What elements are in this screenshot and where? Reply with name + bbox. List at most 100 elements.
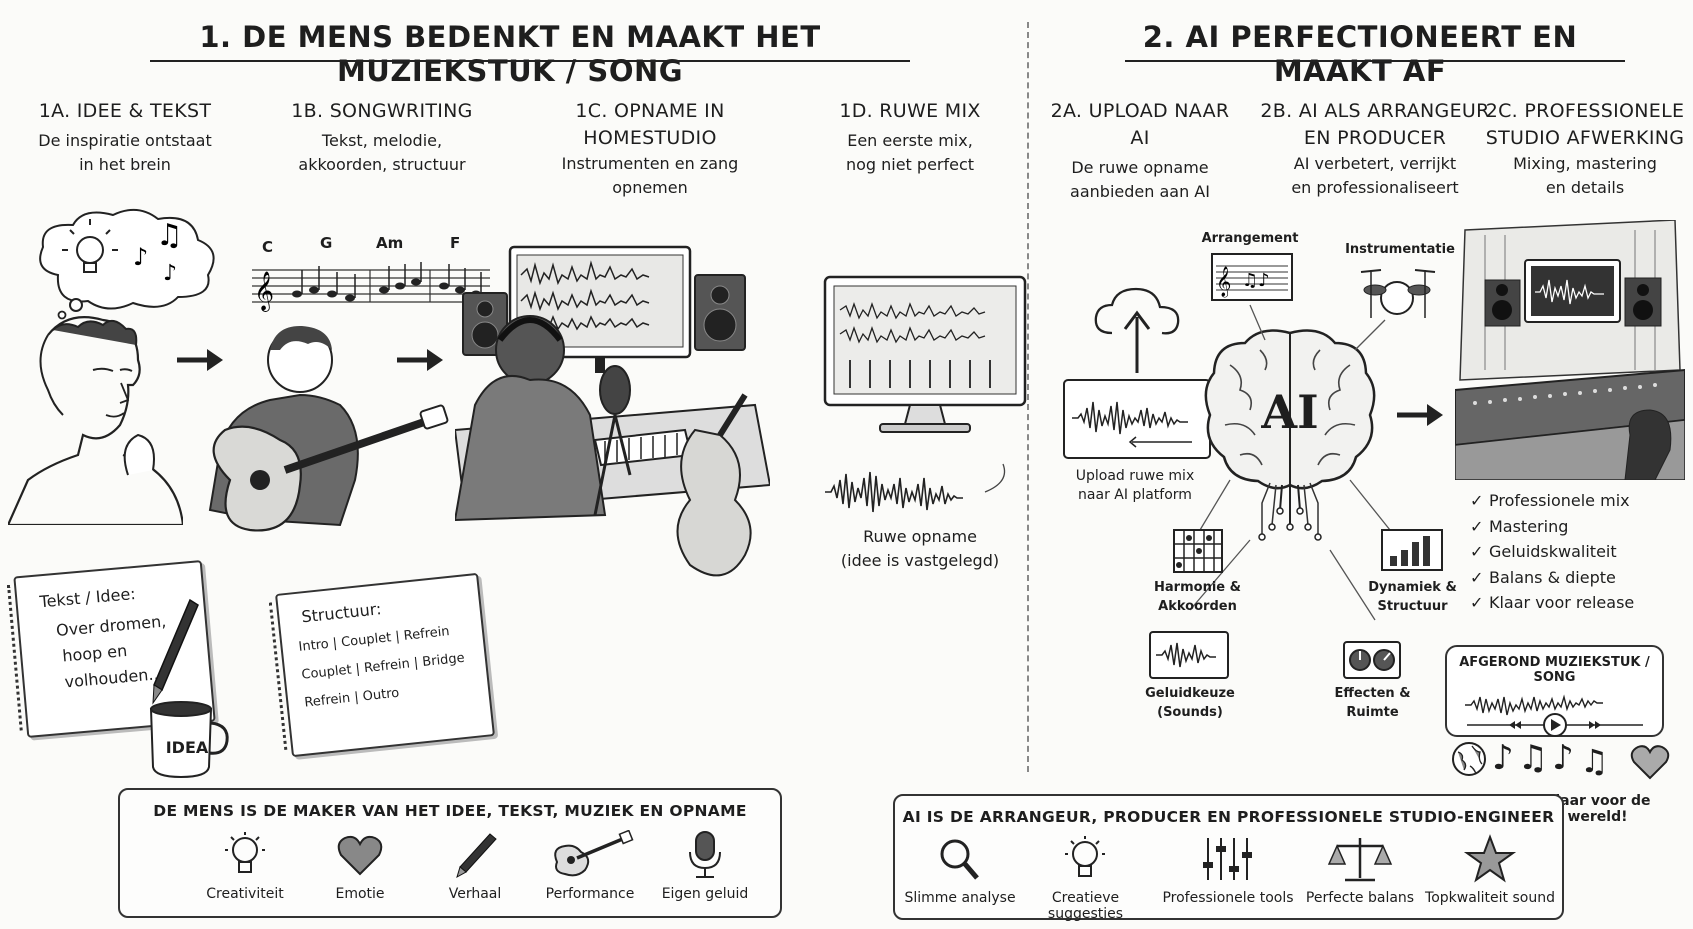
feature-sounds-label: Geluidkeuze (Sounds)	[1130, 684, 1250, 722]
notebook-line: Intro | Couplet | Refrein	[297, 624, 451, 655]
step-1d: 1D. RUWE MIX Een eerste mix, nog niet pe…	[820, 98, 1000, 177]
flow-arrow-icon	[1397, 404, 1443, 426]
trait-top-quality: Topkwaliteit sound	[1420, 834, 1560, 906]
trait-label: Creatieve suggesties	[1047, 890, 1124, 922]
step-2a-title: 2A. UPLOAD NAAR AI	[1050, 100, 1230, 149]
music-staff-icon: 𝄞	[252, 262, 490, 312]
upload-caption-line: Upload ruwe mix	[1075, 468, 1195, 484]
mug-label: IDEA	[165, 738, 209, 757]
step-2a-desc-line: De ruwe opname	[1071, 158, 1209, 177]
final-song-card: AFGEROND MUZIEKSTUK / SONG	[1445, 645, 1664, 737]
step-1d-title: 1D. RUWE MIX	[839, 100, 981, 122]
ai-role-title: AI IS DE ARRANGEUR, PRODUCER EN PROFESSI…	[902, 808, 1555, 826]
sound-waveform-icon	[1149, 631, 1229, 679]
svg-text:♫: ♫	[156, 218, 183, 253]
thought-bubble-icon: ♪ ♫ ♪	[39, 208, 215, 320]
chord-am: Am	[376, 234, 404, 252]
feature-dynamics-line: Structuur	[1377, 599, 1448, 614]
lightbulb-icon	[225, 832, 265, 873]
music-note-icon: ♫	[1580, 742, 1609, 780]
notebook-line: Couplet | Refrein | Bridge	[300, 650, 466, 683]
human-role-title: DE MENS IS DE MAKER VAN HET IDEE, TEKST,…	[153, 802, 747, 820]
trait-story: Verhaal	[410, 830, 540, 902]
svg-text:𝄞: 𝄞	[1216, 266, 1231, 298]
notebook-line: Refrein | Outro	[303, 685, 400, 711]
trait-creative-suggestions: Creatieve suggesties	[1013, 834, 1158, 922]
notebook-line: Tekst / Idee:	[38, 583, 137, 612]
music-notes-icon: ♪♫♪	[1492, 738, 1578, 778]
right-section-header: 2. AI PERFECTIONEERT EN MAAKT AF	[1142, 20, 1578, 88]
step-1c-title-line: 1C. OPNAME IN	[575, 100, 725, 122]
daw-monitor-illustration	[823, 275, 1027, 433]
step-1d-desc-line: nog niet perfect	[845, 155, 975, 174]
step-2a: 2A. UPLOAD NAAR AI De ruwe opname aanbie…	[1040, 98, 1240, 204]
studio-checklist: Professionele mix Mastering Geluidskwali…	[1470, 488, 1634, 616]
raw-recording-caption: Ruwe opname (idee is vastgelegd)	[820, 525, 1020, 573]
step-1b-desc-line: akkoorden, structuur	[298, 155, 466, 174]
chord-g: G	[320, 234, 333, 252]
feature-instrumentation-label: Instrumentatie	[1345, 242, 1455, 257]
step-2c-desc-line: Mixing, mastering	[1513, 154, 1657, 173]
feature-sounds-line: Geluidkeuze	[1145, 686, 1235, 701]
step-1a-title: 1A. IDEE & TEKST	[38, 100, 212, 122]
step-2c-title-line: STUDIO AFWERKING	[1485, 127, 1685, 149]
trait-label: Slimme analyse	[904, 890, 1016, 906]
step-1d-desc-line: Een eerste mix,	[847, 131, 973, 150]
step-2b-desc-line: AI verbetert, verrijkt	[1293, 154, 1457, 173]
raw-caption-line: (idee is vastgelegd)	[840, 551, 1000, 570]
step-1b-title: 1B. SONGWRITING	[291, 100, 473, 122]
upload-caption-line: naar AI platform	[1078, 487, 1192, 503]
step-1b-desc-line: Tekst, melodie,	[321, 131, 443, 150]
step-2a-desc-line: aanbieden aan AI	[1070, 182, 1210, 201]
final-card-title: AFGEROND MUZIEKSTUK / SONG	[1459, 655, 1650, 685]
upload-caption: Upload ruwe mix naar AI platform	[1050, 467, 1220, 505]
checklist-item: Klaar voor release	[1470, 590, 1634, 616]
step-1a-desc-line: De inspiratie ontstaat	[38, 131, 212, 150]
svg-text:𝄞: 𝄞	[254, 271, 274, 312]
trait-label: Topkwaliteit sound	[1425, 890, 1555, 906]
step-2b-desc-line: en professionaliseert	[1291, 178, 1459, 197]
right-header-underline	[1125, 60, 1625, 62]
raw-caption-line: Ruwe opname	[863, 527, 977, 546]
svg-text:♫♪: ♫♪	[1242, 270, 1270, 291]
feature-effects-label: Effecten & Ruimte	[1315, 684, 1430, 722]
flow-arrow-icon	[177, 349, 223, 371]
flow-arrow-icon	[397, 349, 443, 371]
feature-effects-line: Ruimte	[1346, 705, 1399, 720]
step-1b: 1B. SONGWRITING Tekst, melodie, akkoorde…	[282, 98, 482, 177]
pen-icon	[456, 833, 497, 879]
feature-dynamics-label: Dynamiek & Structuur	[1355, 578, 1470, 616]
lightbulb-icon	[1065, 836, 1105, 877]
step-2c-title-line: 2C. PROFESSIONELE	[1485, 100, 1685, 122]
feature-harmony-line: Akkoorden	[1158, 599, 1237, 614]
step-1c-desc-line: opnemen	[612, 178, 688, 197]
coffee-mug-icon	[149, 701, 229, 779]
trait-creativity: Creativiteit	[180, 830, 310, 902]
player-waveform-icon	[1464, 694, 1643, 737]
notebook-line: hoop en	[61, 640, 128, 666]
step-2c: 2C. PROFESSIONELE STUDIO AFWERKING Mixin…	[1480, 98, 1690, 200]
step-2c-desc-line: en details	[1545, 178, 1625, 197]
svg-text:♪: ♪	[133, 243, 148, 271]
brain-ai-label: AI	[1261, 385, 1319, 439]
feature-harmony-line: Harmonie &	[1154, 580, 1241, 595]
trait-label: Verhaal	[448, 886, 502, 902]
thinking-man-illustration	[8, 316, 183, 525]
trait-own-sound: Eigen geluid	[640, 830, 770, 902]
feature-sounds-line: (Sounds)	[1157, 705, 1223, 720]
trait-pro-tools: Professionele tools	[1153, 834, 1303, 906]
feature-arrangement-label: Arrangement	[1201, 231, 1299, 246]
trait-label: Emotie	[335, 886, 385, 902]
cloud-upload-icon	[1094, 287, 1180, 373]
feature-dynamics-line: Dynamiek &	[1368, 580, 1457, 595]
heart-icon	[1630, 745, 1670, 780]
step-1c-title-line: HOMESTUDIO	[583, 127, 717, 149]
step-1c: 1C. OPNAME IN HOMESTUDIO Instrumenten en…	[540, 98, 760, 200]
globe-icon	[1452, 742, 1486, 776]
dynamics-bars-icon	[1381, 529, 1443, 571]
heart-icon	[337, 835, 383, 876]
checklist-item: Balans & diepte	[1470, 565, 1634, 591]
step-2b-title-line: EN PRODUCER	[1303, 127, 1447, 149]
trait-label: Performance	[545, 886, 635, 902]
trait-label: Creativiteit	[206, 886, 284, 902]
